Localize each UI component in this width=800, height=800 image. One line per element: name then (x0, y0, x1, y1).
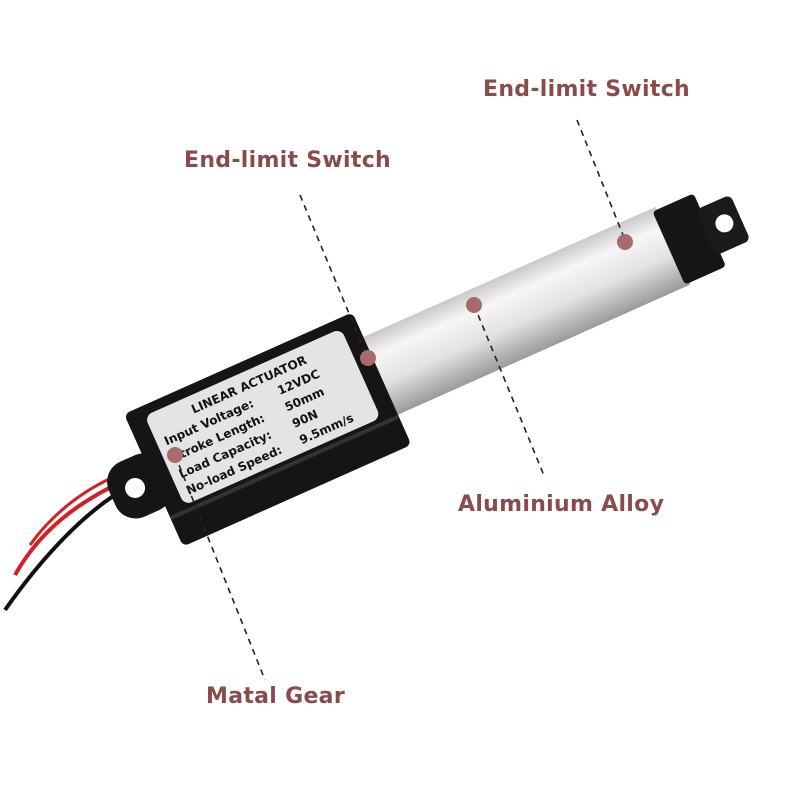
callout-dot (167, 447, 183, 463)
leader-line (473, 304, 546, 479)
rod-end-hole (715, 214, 734, 233)
leader-line (174, 454, 266, 681)
callout-aluminium-alloy: Aluminium Alloy (458, 492, 665, 517)
leader-line (576, 119, 626, 241)
callout-end-limit-switch-top: End-limit Switch (483, 77, 691, 102)
leader-line (299, 194, 368, 358)
product-label (147, 330, 379, 503)
housing-edge (169, 414, 400, 521)
rear-mount-hole (125, 477, 146, 498)
callout-dot (360, 350, 376, 366)
callout-dot (466, 297, 482, 313)
end-cap (653, 194, 725, 284)
callout-metal-gear: Matal Gear (206, 684, 345, 709)
callout-end-limit-switch-mid: End-limit Switch (184, 148, 392, 173)
aluminium-tube (354, 206, 691, 419)
callout-dot (617, 234, 633, 250)
